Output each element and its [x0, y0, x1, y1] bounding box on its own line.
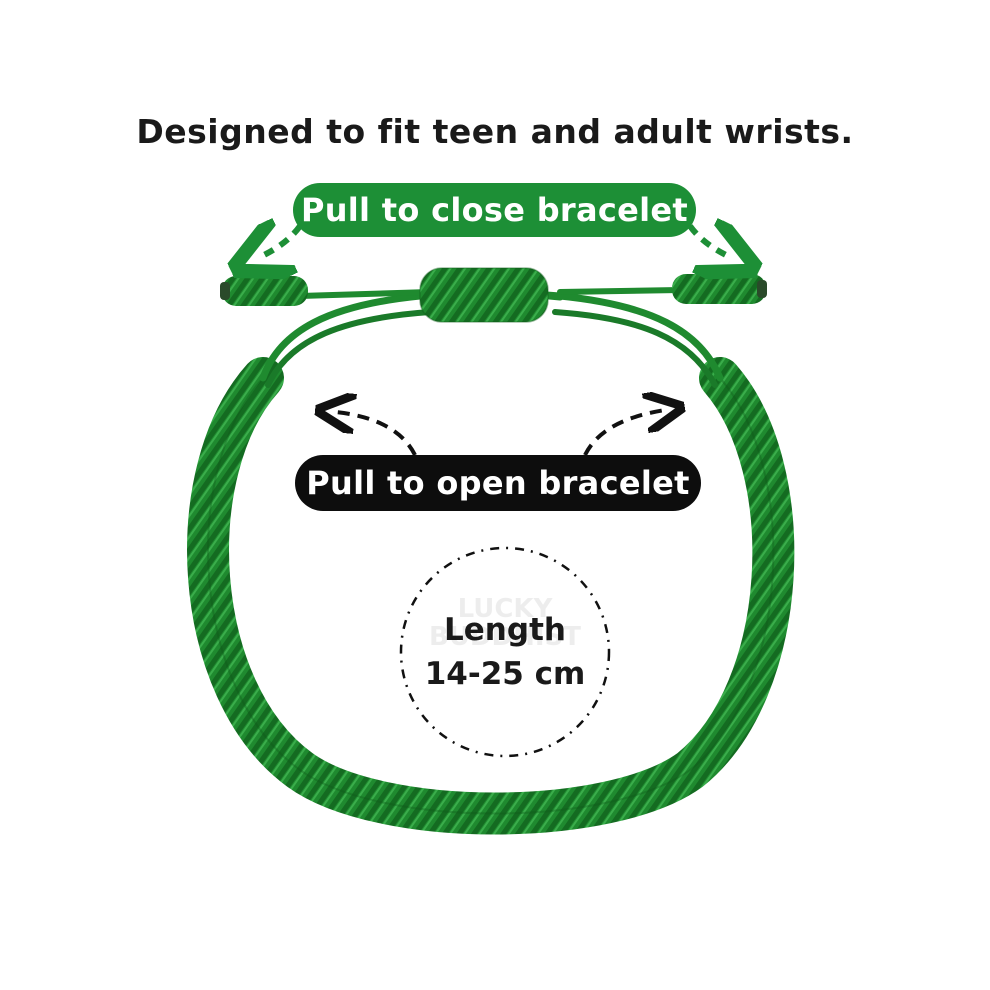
bracelet-loop	[187, 357, 795, 835]
length-badge: LUCKY BUDDHIST Length 14-25 cm	[398, 545, 612, 759]
pull-to-close-pill: Pull to close bracelet	[293, 183, 696, 237]
end-knot-left	[222, 276, 308, 306]
pull-to-close-label: Pull to close bracelet	[300, 191, 689, 229]
arrow-left-icon	[258, 226, 303, 258]
arrow-left-icon	[335, 412, 417, 456]
headline: Designed to fit teen and adult wrists.	[136, 112, 854, 151]
sliding-knot	[420, 268, 548, 322]
arrow-right-icon	[687, 226, 732, 258]
pull-to-open-pill: Pull to open bracelet	[295, 455, 701, 511]
length-label: Length	[444, 612, 566, 648]
pull-to-open-label: Pull to open bracelet	[306, 464, 690, 502]
length-range: 14-25 cm	[424, 656, 586, 692]
end-knot-right	[672, 274, 766, 304]
arrow-right-icon	[583, 410, 665, 456]
length-circle	[399, 546, 611, 758]
